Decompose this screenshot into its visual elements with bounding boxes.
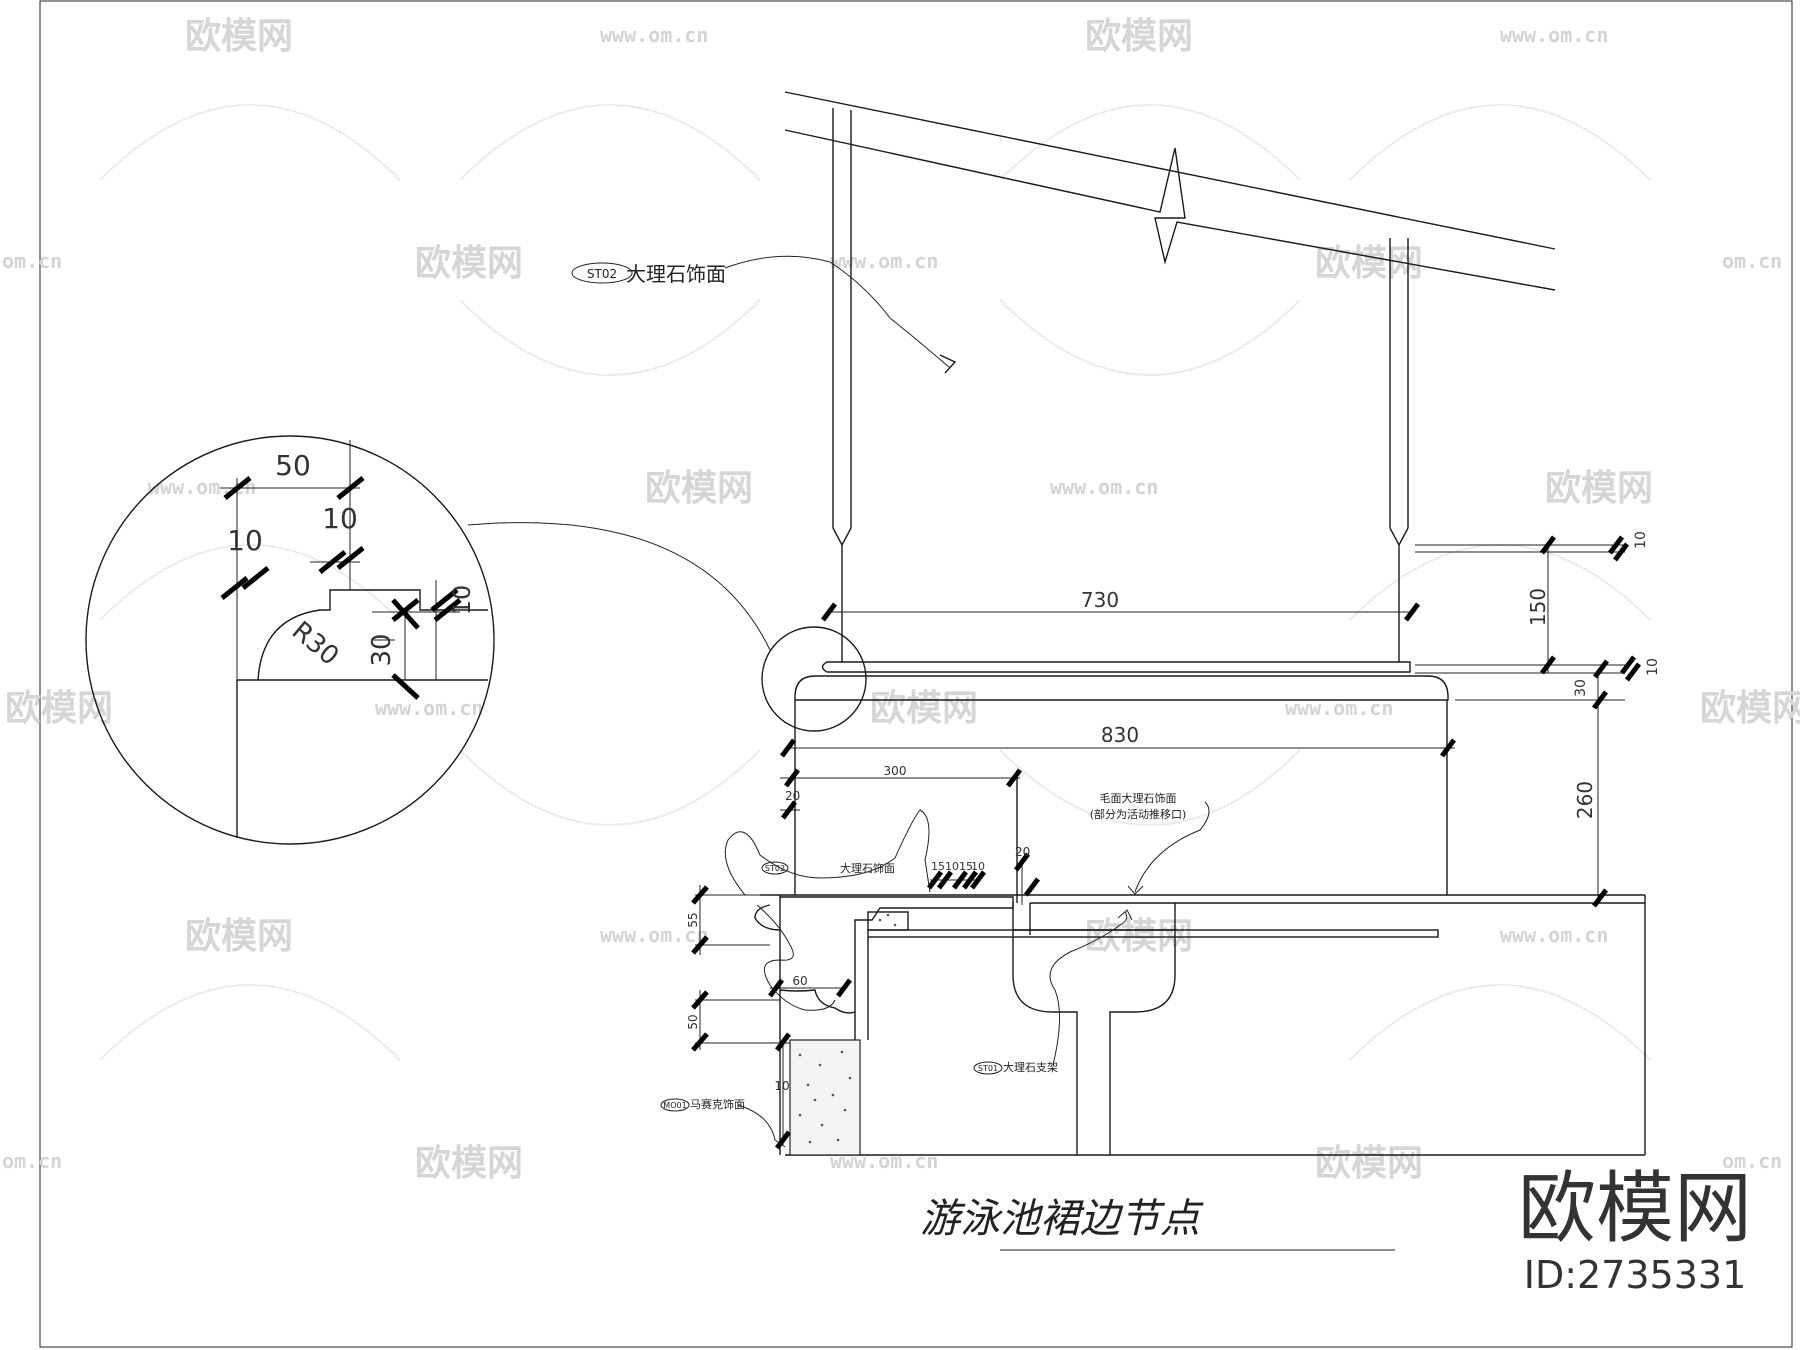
dim-15b: 15 (959, 860, 973, 873)
watermark-url: om.cn (1722, 249, 1782, 273)
watermark-brand: 欧模网 (415, 1143, 523, 1184)
page-frame (39, 0, 1793, 1348)
dim-50: 50 (686, 1014, 700, 1029)
marble-face-tag: ST02 (587, 267, 617, 281)
coping-stone (794, 661, 1449, 895)
watermark-url: www.om.cn (375, 696, 483, 720)
dim-830: 830 (1101, 723, 1139, 747)
dimension-texts: 730 830 300 20 20 150 260 10 10 30 55 60… (227, 449, 1661, 1093)
marble-small-tag: ST02 (765, 864, 785, 873)
annotations: ST02 大理石饰面 毛面大理石饰面 (部分为活动推移口) ST02 大理石饰面… (571, 255, 1210, 1148)
dim-60: 60 (792, 974, 807, 988)
dim-10a: 10 (1633, 531, 1649, 549)
rough-marble-label: 毛面大理石饰面 (1100, 791, 1177, 805)
watermark-url: www.om.cn (600, 923, 708, 947)
watermark-brand: 欧模网 (1545, 468, 1653, 509)
watermark-url: www.om.cn (600, 23, 708, 47)
watermark-brand: 欧模网 (1700, 688, 1800, 729)
dim-10b: 10 (1645, 658, 1661, 676)
dim-20a: 20 (785, 789, 800, 803)
detail-dim-50: 50 (275, 449, 311, 482)
drawing-title: 游泳池裙边节点 (920, 1196, 1204, 1242)
watermark-brand: 欧模网 (1085, 16, 1193, 57)
watermark-brand: 欧模网 (5, 688, 113, 729)
dim-10c: 10 (774, 1079, 789, 1093)
rough-marble-note: (部分为活动推移口) (1090, 807, 1187, 821)
dim-10d: 10 (945, 860, 959, 873)
support-label: 大理石支架 (1003, 1060, 1058, 1074)
watermark-url: om.cn (1722, 1149, 1782, 1173)
detail-dim-10b: 10 (322, 502, 358, 535)
watermark-url: om.cn (2, 1149, 62, 1173)
watermark-brand: 欧模网 (415, 243, 523, 284)
support-tag: ST01 (978, 1064, 998, 1073)
dim-300: 300 (884, 764, 907, 778)
mosaic-block (789, 1039, 861, 1156)
detail-r30: R30 (286, 616, 344, 672)
watermark-brand: 欧模网 (185, 16, 293, 57)
watermark-url: www.om.cn (830, 249, 938, 273)
drawing-title-block: 游泳池裙边节点 (920, 1196, 1395, 1251)
watermark-brand: 欧模网 (185, 916, 293, 957)
brand-logo: 欧模网 (1518, 1164, 1752, 1254)
watermark-brand: 欧模网 (645, 468, 753, 509)
upper-wall (784, 91, 1556, 662)
watermark-url: om.cn (2, 249, 62, 273)
dimension-lines (691, 535, 1641, 1150)
marble-face-label: 大理石饰面 (626, 262, 726, 286)
dim-15a: 15 (931, 860, 945, 873)
detail-callout (85, 435, 867, 845)
marble-small-label: 大理石饰面 (840, 861, 895, 875)
dim-10e: 10 (971, 860, 985, 873)
watermark-url: www.om.cn (1500, 923, 1608, 947)
brand-id: ID:2735331 (1524, 1253, 1747, 1297)
watermark-url: www.om.cn (1050, 475, 1158, 499)
right-edge (1415, 544, 1625, 903)
mosaic-label: 马赛克饰面 (690, 1097, 745, 1111)
watermark-brand: 欧模网 (1315, 1143, 1423, 1184)
watermark-url: www.om.cn (1500, 23, 1608, 47)
detail-dim-30: 30 (367, 633, 397, 666)
dim-55: 55 (686, 912, 700, 927)
dim-260: 260 (1573, 781, 1597, 819)
dim-730: 730 (1081, 588, 1119, 612)
dim-20b: 20 (1015, 845, 1030, 859)
dim-30: 30 (1573, 679, 1589, 697)
watermark-brand: 欧模网 (870, 688, 978, 729)
mosaic-hatch (798, 913, 897, 1144)
dim-150: 150 (1526, 588, 1550, 626)
pool-deck (754, 778, 1646, 1156)
brand-block: 欧模网 ID:2735331 (1518, 1164, 1752, 1297)
detail-dim-10c: 10 (448, 585, 476, 616)
detail-dim-10a: 10 (227, 524, 263, 557)
mosaic-tag: MO01 (663, 1101, 686, 1110)
